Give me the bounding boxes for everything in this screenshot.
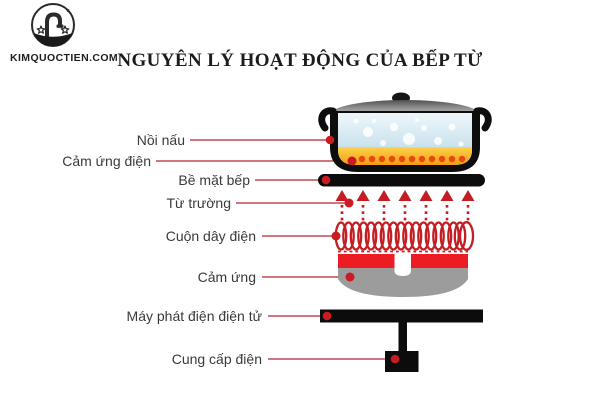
label-power-supply: Cung cấp điện xyxy=(171,351,262,367)
induction-block xyxy=(338,250,468,297)
block-notch xyxy=(394,253,411,276)
faucet-logo-icon xyxy=(31,3,75,47)
leader-dots xyxy=(321,135,400,364)
label-cooktop-surface: Bề mặt bếp xyxy=(178,172,250,188)
electronic-generator xyxy=(320,309,483,353)
site-logo: KIMQUOCTIEN.COM xyxy=(6,2,126,64)
induction-coil xyxy=(334,221,475,251)
label-induction: Cảm ứng xyxy=(197,269,256,285)
cooking-pot xyxy=(318,92,492,172)
label-electric-induction: Cảm ứng điện xyxy=(62,153,151,169)
block-gray-body xyxy=(338,268,468,297)
label-coil: Cuộn dây điện xyxy=(165,228,256,244)
label-generator: Máy phát điện điện tử xyxy=(126,308,262,324)
power-supply-box xyxy=(385,351,419,372)
site-name: KIMQUOCTIEN.COM xyxy=(10,52,119,64)
cooktop-surface xyxy=(318,174,485,187)
label-magnetic-field: Từ trường xyxy=(166,195,232,211)
magnetic-field-arrows xyxy=(335,190,475,221)
leader-lines xyxy=(156,139,395,360)
heat-dots xyxy=(358,155,466,163)
label-cooking-pot: Nồi nấu xyxy=(136,132,185,148)
page-title: NGUYÊN LÝ HOẠT ĐỘNG CỦA BẾP TỪ xyxy=(117,50,483,71)
pot-lid xyxy=(331,100,479,114)
